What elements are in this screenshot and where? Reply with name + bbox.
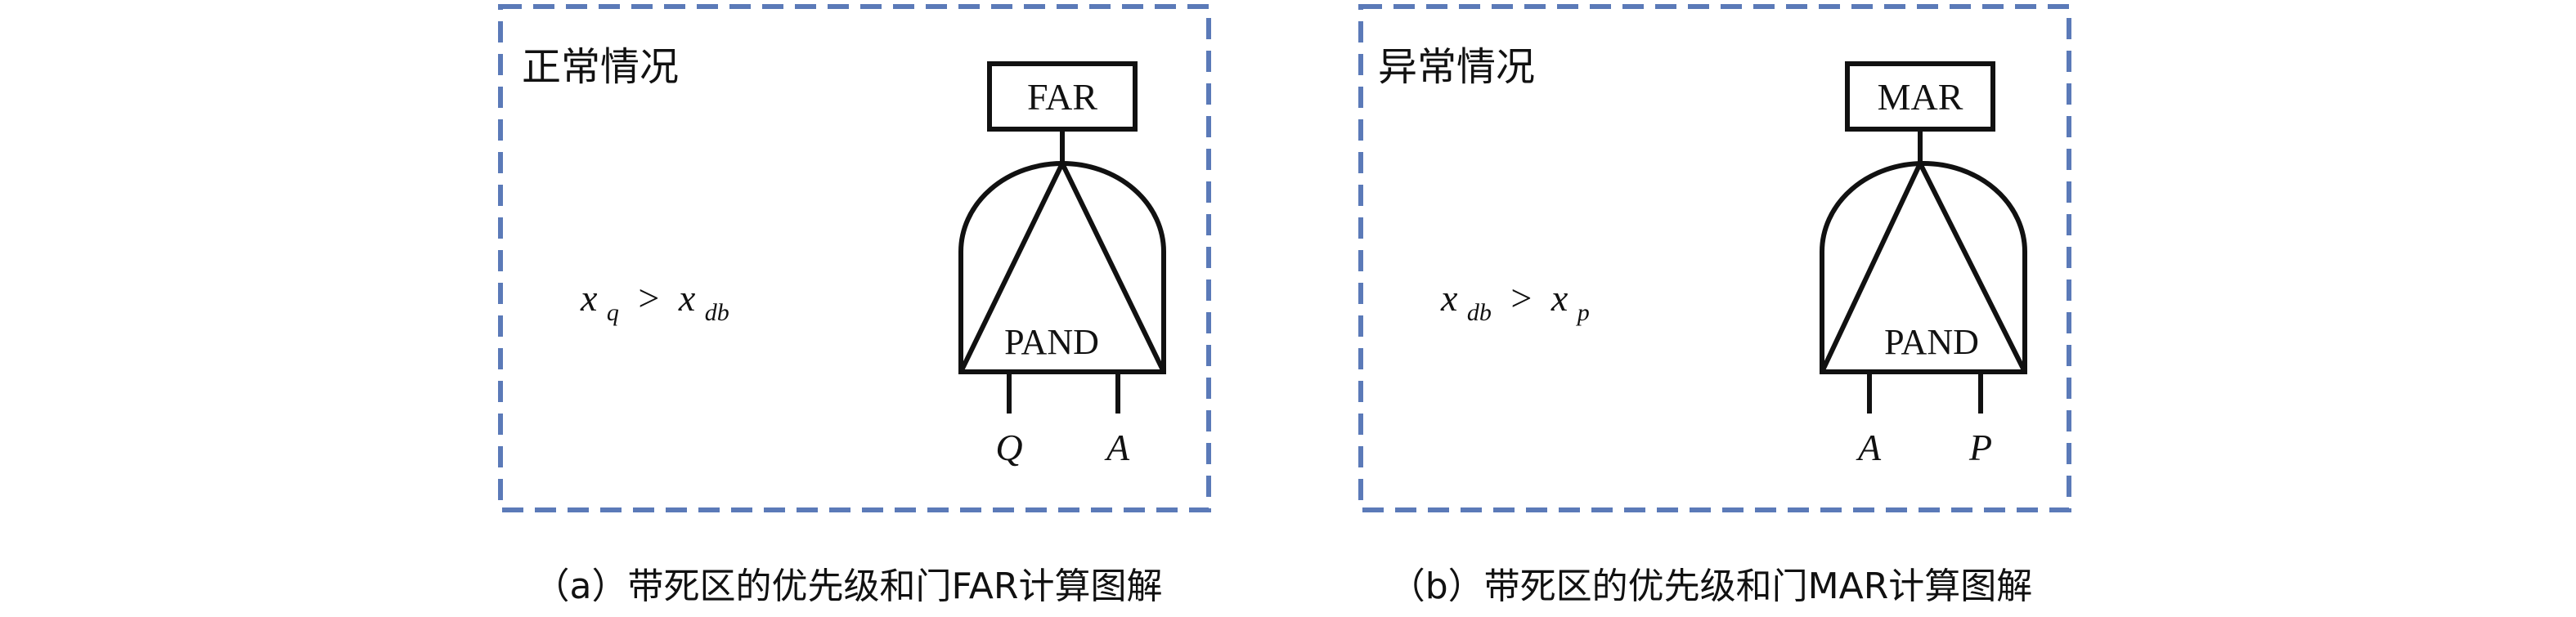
panel-a-cond-op: > (638, 277, 659, 319)
panel-a-input-1: Q (995, 427, 1022, 468)
panel-a-output-box (987, 61, 1138, 132)
panel-a-gate-label: PAND (1004, 322, 1099, 362)
panel-b-condition: x db > x p (1440, 277, 1590, 329)
panel-b-cond-right-sub: p (1576, 299, 1590, 326)
panel-a-output-label: FAR (1027, 76, 1097, 118)
panel-a-cond-left: x (580, 277, 598, 319)
panel-b-input-2: P (1968, 427, 1992, 468)
panel-b-input-1: A (1856, 427, 1882, 468)
panel-a-condition: x q > x db (580, 277, 729, 329)
panel-b-gate-label: PAND (1884, 322, 1979, 362)
panel-a-pand-gate (958, 161, 1166, 374)
panel-b: 异常情况 x db > x p MAR PAND A P （b）带死区的优先级和… (1358, 4, 2071, 607)
panel-a-input-2: A (1104, 427, 1130, 468)
panel-b-cond-left-sub: db (1467, 299, 1492, 326)
panel-a-cond-right-sub: db (705, 299, 729, 326)
panel-b-output-label: MAR (1878, 76, 1963, 118)
panel-a: 正常情况 x q > x db FAR PAND Q A （a）带死区的优先级和… (498, 4, 1211, 607)
panel-a-frame (498, 4, 1211, 512)
panel-b-corner-label: 异常情况 (1378, 44, 1535, 90)
panel-a-corner-label: 正常情况 (522, 44, 679, 90)
panel-b-caption: （b）带死区的优先级和门MAR计算图解 (1389, 566, 2033, 607)
panel-b-pand-triangle (1820, 162, 2027, 373)
panel-a-caption: （a）带死区的优先级和门FAR计算图解 (534, 566, 1163, 607)
panel-b-frame (1358, 4, 2071, 512)
panel-a-cond-right: x (678, 277, 696, 319)
panel-b-cond-left: x (1440, 277, 1458, 319)
panel-b-cond-op: > (1510, 277, 1532, 319)
panel-b-cond-right: x (1551, 277, 1568, 319)
panel-a-pand-triangle (958, 162, 1166, 373)
panel-b-pand-gate (1820, 161, 2027, 374)
panel-a-cond-left-sub: q (607, 299, 619, 326)
